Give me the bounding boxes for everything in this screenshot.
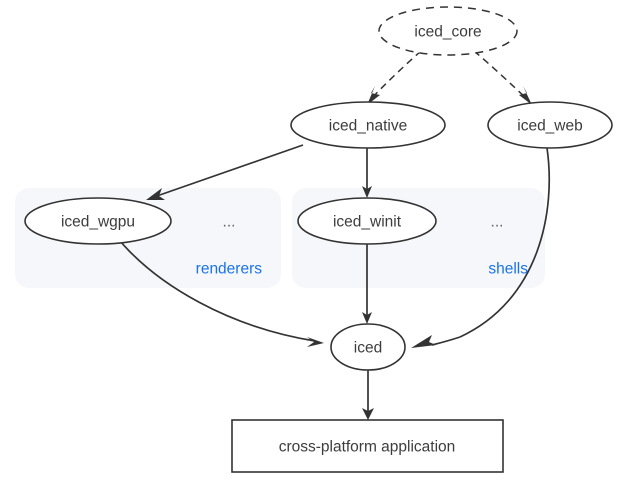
edge-web-to-iced-line <box>459 147 551 338</box>
edge-winit-to-iced-arrowhead <box>362 312 372 324</box>
renderers-more-ellipsis: ... <box>223 214 236 231</box>
edge-web-to-iced-arrowhead <box>411 335 436 348</box>
edge-core-to-native-line <box>370 50 422 100</box>
node-iced-wgpu[interactable]: iced_wgpu <box>24 197 172 245</box>
node-iced-wgpu-label: iced_wgpu <box>61 214 135 231</box>
edge-native-to-wgpu-line <box>153 144 304 198</box>
edge-core-to-native-arrowhead <box>367 86 380 105</box>
node-iced-wgpu-shape[interactable] <box>24 197 172 245</box>
edge-winit-to-iced <box>362 244 372 324</box>
node-iced-core-label: iced_core <box>414 24 481 41</box>
edge-native-to-winit-arrowhead <box>362 186 372 198</box>
node-cross-platform-application[interactable]: cross-platform application <box>231 419 504 473</box>
cluster-renderers-label: renderers <box>196 261 263 278</box>
node-cross-platform-application-shape[interactable] <box>231 419 504 473</box>
edge-native-to-wgpu <box>146 144 304 200</box>
node-iced-core[interactable]: iced_core <box>378 6 518 56</box>
edge-wgpu-to-iced <box>119 240 324 347</box>
edge-web-to-iced <box>411 147 551 348</box>
node-iced-label: iced <box>354 340 382 357</box>
node-iced[interactable]: iced <box>330 323 406 371</box>
node-iced-winit-shape[interactable] <box>297 197 437 245</box>
node-iced-winit[interactable]: iced_winit <box>297 197 437 245</box>
edge-core-to-web-line <box>473 50 528 100</box>
node-iced-winit-label: iced_winit <box>333 214 402 231</box>
node-iced-web[interactable]: iced_web <box>487 101 613 149</box>
node-iced-native-shape[interactable] <box>290 101 446 149</box>
edge-iced-to-application-arrowhead <box>362 408 374 420</box>
edge-iced-to-application <box>362 370 374 420</box>
shells-more-ellipsis: ... <box>491 214 504 231</box>
cluster-shells-label: shells <box>488 261 528 278</box>
edge-core-to-web <box>473 50 532 105</box>
edge-web-to-iced-tail <box>431 336 461 346</box>
edge-wgpu-to-iced-arrowhead <box>307 337 324 347</box>
edge-core-to-native <box>367 50 422 105</box>
node-iced-native-label: iced_native <box>329 118 407 135</box>
edge-wgpu-to-iced-line <box>119 240 316 342</box>
node-cross-platform-application-label: cross-platform application <box>279 439 456 456</box>
edge-native-to-wgpu-arrowhead <box>146 188 165 200</box>
edge-core-to-web-arrowhead <box>519 86 532 105</box>
node-iced-shape[interactable] <box>330 323 406 371</box>
edge-native-to-winit <box>362 148 372 198</box>
node-iced-native[interactable]: iced_native <box>290 101 446 149</box>
node-iced-web-shape[interactable] <box>487 101 613 149</box>
node-iced-core-shape[interactable] <box>378 6 518 56</box>
node-iced-web-label: iced_web <box>517 118 583 135</box>
